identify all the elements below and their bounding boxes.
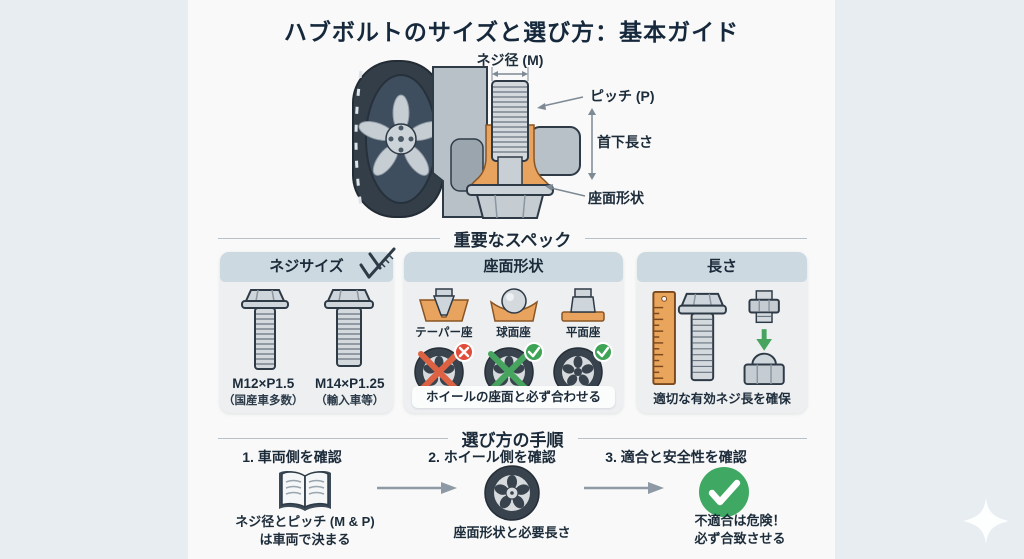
seat-type-sphere: 球面座 <box>479 288 549 399</box>
label-pitch: ピッチ (P) <box>590 88 655 104</box>
thread-size-option-1: M12×P1.5 <box>232 376 295 391</box>
step-1-heading: 1. 車両側を確認 <box>242 449 342 465</box>
taper-seat-icon <box>418 288 469 322</box>
seat-label-sphere: 球面座 <box>496 327 531 339</box>
green-x-overlay <box>487 351 530 393</box>
length-caption: 適切な有効ネジ長を確保 <box>653 392 791 406</box>
label-seat-shape: 座面形状 <box>588 190 644 206</box>
ruler-icon <box>652 290 676 386</box>
seat-label-taper: テーパー座 <box>415 327 473 339</box>
seat-type-taper: テーパー座 <box>409 288 479 399</box>
hub-bolt <box>466 80 554 219</box>
length-check-illustration <box>652 290 785 386</box>
thread-engagement-icon <box>743 290 785 386</box>
step-3-heading: 3. 適合と安全性を確認 <box>605 449 747 465</box>
sparkle-icon <box>963 498 1009 544</box>
panel-seat-shape: 座面形状 テーパー座 <box>404 252 623 413</box>
panel-length: 長さ <box>637 252 807 413</box>
bolt-m14-icon <box>323 289 374 367</box>
thread-size-note-1: （国産車多数） <box>223 395 304 407</box>
flat-seat-icon <box>561 288 605 322</box>
wheel-icon <box>484 465 540 521</box>
seat-label-flat: 平面座 <box>565 327 601 339</box>
wheel-cross-section <box>352 60 444 218</box>
hub-bracket <box>432 66 488 218</box>
wheel-crossed-green-icon <box>483 342 544 397</box>
thread-size-option-2: M14×P1.25 <box>315 376 385 391</box>
seat-caption: ホイールの座面と必ず合わせる <box>412 386 615 408</box>
wheel-ok-icon <box>553 342 614 397</box>
specs-section-title: 重要なスペック <box>453 231 572 250</box>
step-2-heading: 2. ホイール側を確認 <box>428 449 556 465</box>
wheel-crossed-red-icon <box>414 342 474 397</box>
dimension-marks <box>491 67 596 197</box>
divider-line <box>218 437 448 440</box>
divider-line <box>585 237 807 240</box>
red-x-overlay <box>417 351 460 393</box>
steps-section-header: 選び方の手順 <box>218 426 807 451</box>
measured-bolt-icon <box>677 292 727 382</box>
check-circle-icon <box>699 467 749 517</box>
arrow-right-icon <box>584 482 664 494</box>
hub-flange-block <box>529 126 581 176</box>
step-3-caption: 不適合は危険！ 必ず合致させる <box>694 513 786 546</box>
page-title: ハブボルトのサイズと選び方：基本ガイド <box>283 19 740 45</box>
steps-section-title: 選び方の手順 <box>461 431 564 450</box>
panel-thread-size-title: ネジサイズ <box>220 252 393 282</box>
check-badge <box>523 342 544 362</box>
seat-type-flat: 平面座 <box>548 288 618 399</box>
step-1-caption: ネジ径とピッチ (M & P) は車両で決まる <box>235 514 375 547</box>
arrow-right-icon <box>377 482 457 494</box>
step-2-caption: 座面形状と必要長さ <box>453 525 571 540</box>
book-icon <box>279 471 331 511</box>
divider-line <box>577 437 807 440</box>
check-badge <box>593 342 614 362</box>
bolt-m12-icon <box>240 289 289 370</box>
thread-size-note-2: （輸入車等） <box>315 395 385 407</box>
panel-length-title: 長さ <box>637 252 807 282</box>
hub-bolt-anatomy-illustration <box>352 60 596 219</box>
caliper-icon <box>359 247 396 279</box>
specs-section-header: 重要なスペック <box>218 226 807 251</box>
divider-line <box>218 237 440 240</box>
label-under-head-length: 首下長さ <box>597 134 653 150</box>
sphere-seat-icon <box>489 288 538 322</box>
label-thread-diameter: ネジ径 (M) <box>476 52 544 68</box>
panel-thread-size: ネジサイズ <box>220 247 396 413</box>
panel-seat-shape-title: 座面形状 <box>404 252 623 282</box>
content-card: ハブボルトのサイズと選び方：基本ガイド <box>188 0 835 559</box>
